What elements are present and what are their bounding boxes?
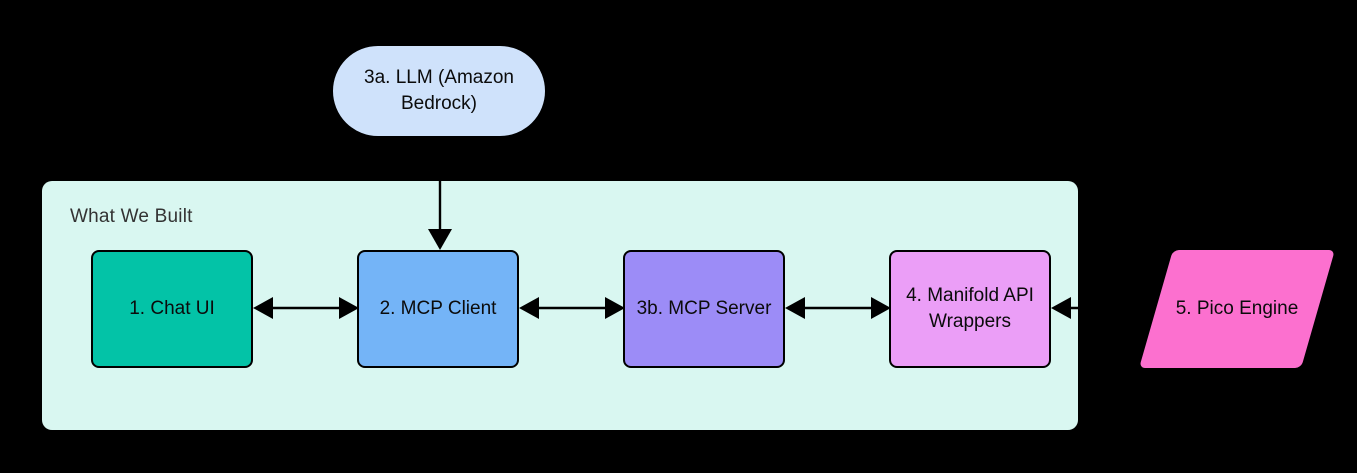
node-pico-engine[interactable]: 5. Pico Engine	[1139, 250, 1335, 368]
node-manifold[interactable]: 4. Manifold API Wrappers	[889, 250, 1051, 368]
node-pico-engine-label: 5. Pico Engine	[1175, 298, 1299, 320]
node-llm[interactable]: 3a. LLM (Amazon Bedrock)	[331, 44, 547, 138]
node-mcp-server[interactable]: 3b. MCP Server	[623, 250, 785, 368]
node-chat-ui[interactable]: 1. Chat UI	[91, 250, 253, 368]
node-mcp-client[interactable]: 2. MCP Client	[357, 250, 519, 368]
group-label: What We Built	[70, 206, 193, 227]
